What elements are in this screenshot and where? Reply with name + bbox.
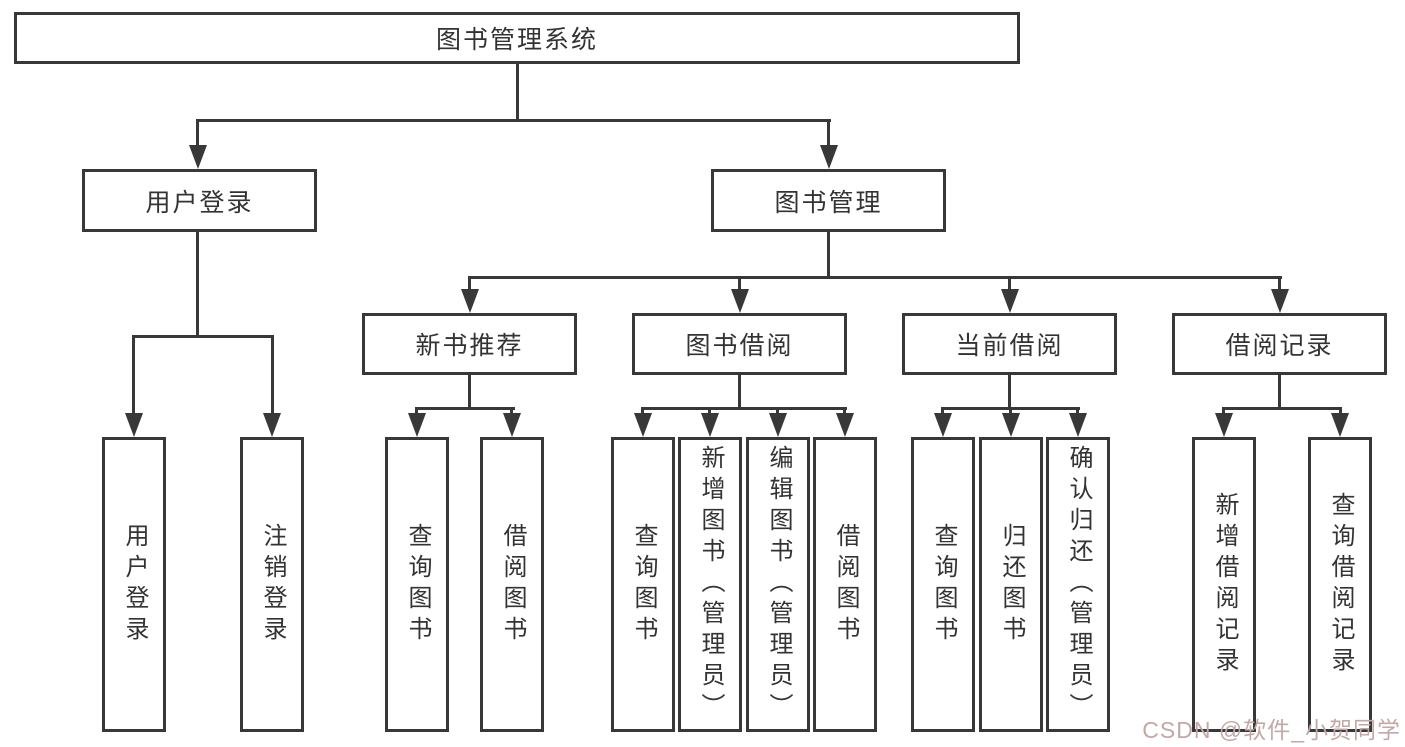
arrow-down-icon	[934, 413, 952, 437]
node-label: 新书推荐	[415, 332, 524, 360]
node-label: 用户登录	[145, 188, 254, 217]
connector-line	[641, 407, 847, 410]
arrow-down-icon	[1001, 289, 1019, 313]
connector-line	[1009, 407, 1012, 417]
node-label: 用户登录	[121, 522, 148, 647]
arrow-down-icon	[634, 413, 652, 437]
watermark: CSDN @软件_小贺同学	[1142, 717, 1401, 743]
arrow-down-icon	[408, 413, 426, 437]
arrow-down-icon	[731, 289, 749, 313]
node-label: 图书借阅	[685, 332, 794, 360]
leaf-return-books: 归还图书	[979, 437, 1043, 732]
node-label: 新增图书（管理员）	[697, 445, 724, 724]
leaf-logout-login: 注销登录	[240, 437, 304, 732]
leaf-edit-books-admin: 编辑图书（管理员）	[746, 437, 810, 732]
node-label: 查询图书	[630, 522, 657, 647]
arrow-down-icon	[701, 413, 719, 437]
connector-line	[827, 119, 830, 149]
connector-line	[1076, 407, 1079, 417]
node-label: 新增借阅记录	[1211, 491, 1238, 678]
connector-line	[510, 407, 513, 417]
node-label: 图书管理	[774, 188, 883, 217]
connector-line	[843, 407, 846, 417]
node-label: 归还图书	[998, 522, 1025, 647]
connector-line	[516, 63, 519, 121]
connector-line	[738, 375, 741, 410]
connector-line	[738, 276, 741, 292]
leaf-add-borrow-record: 新增借阅记录	[1192, 437, 1256, 732]
connector-line	[196, 119, 831, 122]
leaf-borrow-books: 借阅图书	[813, 437, 877, 732]
connector-line	[271, 335, 274, 415]
node-label: 当前借阅	[955, 332, 1064, 360]
node-label: 借阅记录	[1225, 332, 1334, 360]
node-label: 注销登录	[259, 522, 286, 647]
arrow-down-icon	[461, 289, 479, 313]
connector-line	[708, 407, 711, 417]
connector-line	[1008, 375, 1011, 410]
node-label: 查询图书	[404, 522, 431, 647]
arrow-down-icon	[1069, 413, 1087, 437]
connector-line	[1339, 407, 1342, 417]
node-new-book-recommend: 新书推荐	[362, 313, 577, 375]
node-label: 借阅图书	[832, 522, 859, 647]
arrow-down-icon	[1215, 413, 1233, 437]
connector-line	[1278, 276, 1281, 292]
arrow-down-icon	[1271, 289, 1289, 313]
node-label: 借阅图书	[499, 522, 526, 647]
connector-line	[415, 407, 515, 410]
connector-line	[132, 335, 274, 338]
node-label: 查询图书	[930, 522, 957, 647]
leaf-query-books-recommend: 查询图书	[385, 437, 449, 732]
arrow-down-icon	[1002, 413, 1020, 437]
node-library-system: 图书管理系统	[14, 12, 1020, 64]
arrow-down-icon	[769, 413, 787, 437]
connector-line	[468, 375, 471, 410]
node-user-login: 用户登录	[82, 169, 317, 232]
arrow-down-icon	[836, 413, 854, 437]
connector-line	[196, 232, 199, 338]
connector-line	[776, 407, 779, 417]
node-label: 图书管理系统	[435, 26, 598, 54]
connector-line	[1222, 407, 1225, 417]
connector-line	[827, 232, 830, 279]
leaf-query-books-current: 查询图书	[911, 437, 975, 732]
leaf-query-borrow-record: 查询借阅记录	[1308, 437, 1372, 732]
connector-line	[415, 407, 418, 417]
node-book-borrow: 图书借阅	[632, 313, 847, 375]
leaf-confirm-return-admin: 确认归还（管理员）	[1046, 437, 1110, 732]
connector-line	[132, 335, 135, 415]
connector-line	[1222, 407, 1342, 410]
connector-line	[468, 276, 1282, 279]
arrow-down-icon	[820, 145, 838, 169]
node-current-borrow: 当前借阅	[902, 313, 1117, 375]
leaf-add-books-admin: 新增图书（管理员）	[678, 437, 742, 732]
node-borrow-records: 借阅记录	[1172, 313, 1387, 375]
leaf-borrow-books-recommend: 借阅图书	[480, 437, 544, 732]
leaf-query-books-borrow: 查询图书	[611, 437, 675, 732]
connector-line	[1008, 276, 1011, 292]
connector-line	[196, 119, 199, 149]
arrow-down-icon	[503, 413, 521, 437]
node-label: 编辑图书（管理员）	[765, 445, 792, 724]
connector-line	[641, 407, 644, 417]
node-book-management: 图书管理	[711, 169, 946, 232]
leaf-user-login: 用户登录	[102, 437, 166, 732]
node-label: 确认归还（管理员）	[1065, 445, 1092, 724]
connector-line	[468, 276, 471, 292]
arrow-down-icon	[263, 413, 281, 437]
arrow-down-icon	[125, 413, 143, 437]
connector-line	[1278, 375, 1281, 410]
arrow-down-icon	[189, 145, 207, 169]
connector-line	[941, 407, 944, 417]
node-label: 查询借阅记录	[1327, 491, 1354, 678]
arrow-down-icon	[1331, 413, 1349, 437]
